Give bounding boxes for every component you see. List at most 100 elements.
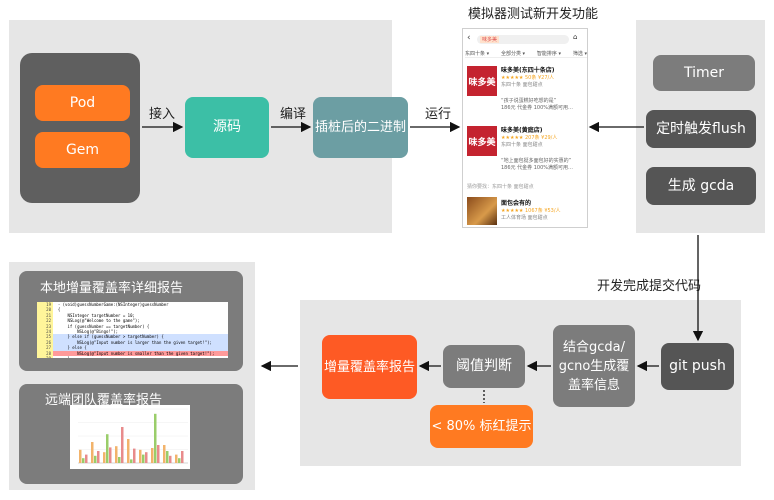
shop-rating: ★★★★★ 50条 ¥27/人 xyxy=(501,75,555,81)
shop-area: 东四十条 面包甜点 xyxy=(501,82,543,88)
code-line: 24 NSLog(@"Bingo!"); xyxy=(37,328,228,335)
line-number: 20 xyxy=(37,307,53,313)
bar xyxy=(145,452,148,463)
code-line: 19 - (void)guessNumberGame:(NSInteger)gu… xyxy=(37,302,228,308)
bar xyxy=(166,451,169,463)
bar xyxy=(127,439,130,463)
bar xyxy=(142,454,145,463)
binary-box: 插桩后的二进制 xyxy=(313,97,408,158)
map-icon: ⌂ xyxy=(573,33,578,41)
flush-box: 定时触发flush xyxy=(646,110,756,148)
shop-name: 味多美(黄庭店) xyxy=(501,127,543,134)
bar xyxy=(91,442,94,463)
commit-label: 开发完成提交代码 xyxy=(597,279,702,294)
shop-logo: 味多美 xyxy=(467,66,497,96)
bar xyxy=(175,454,178,463)
code-text: NSLog(@"Input number is smaller than the… xyxy=(53,350,215,356)
coverage-chart xyxy=(70,405,190,469)
line-number: 29 xyxy=(37,355,53,358)
remote-report-title: 远端团队覆盖率报告 xyxy=(45,393,163,408)
pod-box: Pod xyxy=(35,85,130,121)
report-box: 增量覆盖率报告 xyxy=(322,335,417,399)
compile-label: 编译 xyxy=(280,107,307,122)
bar xyxy=(178,458,181,463)
gcda-box: 生成 gcda xyxy=(646,167,756,205)
filter-item: 全部分类 ▾ xyxy=(500,50,526,57)
code-line: 21 NSInteger targetNumber = 10; xyxy=(37,312,228,319)
bar xyxy=(130,459,133,463)
line-number: 26 xyxy=(37,339,53,346)
code-text: } else { xyxy=(53,345,87,351)
local-report-title: 本地增量覆盖率详细报告 xyxy=(40,281,184,296)
bar xyxy=(109,447,112,463)
source-box: 源码 xyxy=(185,97,269,158)
code-text: { xyxy=(53,307,61,313)
code-text: NSLog(@"Bingo!"); xyxy=(53,328,119,334)
filter-item: 东四十条 ▾ xyxy=(465,50,490,57)
line-number: 24 xyxy=(37,328,53,335)
line-number: 22 xyxy=(37,318,53,324)
coverage-info-box: 结合gcda/ gcno生成覆 盖率信息 xyxy=(553,325,635,407)
code-text: } xyxy=(53,356,69,358)
bar xyxy=(181,451,184,463)
search-hint: 猜你要找：东四十条 面包甜点 xyxy=(467,184,534,190)
import-label: 接入 xyxy=(149,107,176,122)
back-icon: ‹ xyxy=(467,33,471,43)
shop-deal: 186元 代金券 100%满额可用… xyxy=(501,105,574,111)
dependency-group xyxy=(20,53,140,203)
shop-area: 东四十条 面包甜点 xyxy=(501,142,543,148)
shop-name: 面包会有的 xyxy=(501,200,532,207)
shop-review: “孩子说蛋糕好吃想的是” xyxy=(501,98,557,104)
line-number: 21 xyxy=(37,312,53,319)
search-tag: 味多美 xyxy=(480,36,500,43)
bar xyxy=(151,448,154,463)
bar xyxy=(79,449,82,463)
line-number: 27 xyxy=(37,345,53,351)
shop-logo: 味多美 xyxy=(467,126,497,156)
threshold-box: 阈值判断 xyxy=(443,345,525,388)
shop-card: 味多美 味多美(东四十条店) ★★★★★ 50条 ¥27/人 东四十条 面包甜点… xyxy=(465,62,585,118)
filter-item: 智能排序 ▾ xyxy=(536,50,562,57)
bar xyxy=(163,445,166,463)
shop-deal: 186元 代金券 100%满额可用… xyxy=(501,165,574,171)
bar xyxy=(106,434,109,463)
bar xyxy=(169,455,172,463)
code-line: 22 NSLog(@"Welcome to the game"); xyxy=(37,318,228,324)
git-push-box: git push xyxy=(661,343,734,390)
filter-item: 筛选 ▾ xyxy=(572,50,587,57)
line-number: 28 xyxy=(37,350,53,356)
search-bar: 味多美 xyxy=(477,35,569,44)
line-number: 23 xyxy=(37,323,53,329)
shop-name: 味多美(东四十条店) xyxy=(501,67,555,74)
shop-card: 面包会有的 ★★★★★ 1067条 ¥53/人 工人体育场 面包甜点 xyxy=(465,195,585,227)
code-line: 25 } else if (guessNumber > targetNumber… xyxy=(37,334,228,340)
warning-box: < 80% 标红提示 xyxy=(430,405,533,448)
coverage-code-snippet: 19 - (void)guessNumberGame:(NSInteger)gu… xyxy=(37,302,228,358)
code-text: NSInteger targetNumber = 10; xyxy=(53,312,135,318)
shop-review: “地上面包挺多面包好的实惠的” xyxy=(501,158,572,164)
code-line: 28 NSLog(@"Input number is smaller than … xyxy=(37,350,228,356)
code-line: 26 NSLog(@"Input number is larger than t… xyxy=(37,339,228,346)
bar xyxy=(82,458,85,463)
bar xyxy=(103,452,106,463)
filter-bar: 东四十条 ▾ 全部分类 ▾ 智能排序 ▾ 筛选 ▾ xyxy=(465,49,587,58)
bar xyxy=(121,427,124,463)
code-text: - (void)guessNumberGame:(NSInteger)guess… xyxy=(53,302,169,307)
bar xyxy=(115,446,118,463)
code-text: NSLog(@"Input number is larger than the … xyxy=(53,339,212,345)
bar xyxy=(139,449,142,463)
bar xyxy=(97,451,100,463)
code-text: NSLog(@"Welcome to the game"); xyxy=(53,318,140,324)
run-label: 运行 xyxy=(425,107,452,122)
timer-box: Timer xyxy=(653,55,755,91)
bar xyxy=(154,413,157,463)
line-number: 19 xyxy=(37,302,53,308)
coverage-bar-chart xyxy=(78,408,188,464)
line-number: 25 xyxy=(37,334,53,340)
shop-photo xyxy=(467,197,497,225)
shop-rating: ★★★★★ 207条 ¥29/人 xyxy=(501,135,558,141)
bar xyxy=(118,457,121,463)
code-line: 29 } xyxy=(37,355,228,358)
code-line: 20 { xyxy=(37,307,228,313)
